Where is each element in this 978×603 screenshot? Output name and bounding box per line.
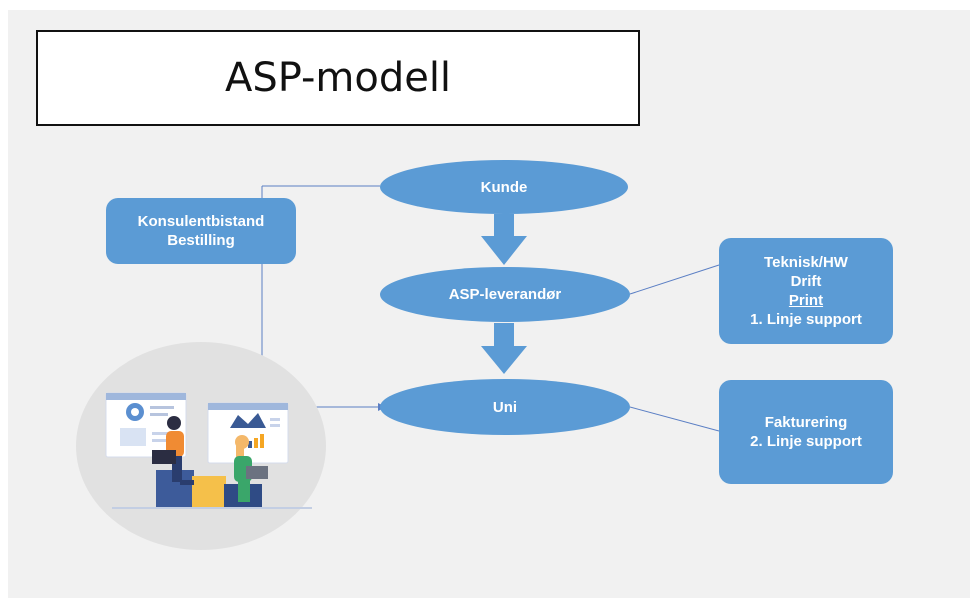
node-uni-label: Uni [492,398,518,416]
box-konsulentbistand: Konsulentbistand Bestilling [106,198,296,264]
node-kunde: Kunde [380,160,628,214]
woman-laptop [246,466,268,479]
diagram-connectors [76,185,720,550]
box-fakturering-line-2: 2. Linje support [750,433,862,450]
page-title: ASP-modell [224,55,452,101]
box-fakturering-line-1: Fakturering [764,414,848,431]
box-teknisk-line-4: 1. Linje support [750,311,862,328]
node-asp-label: ASP-leverandør [448,286,562,303]
connector-uni-fakturering [629,406,720,432]
people-illustration [76,342,326,550]
connector-asp-teknisk [629,264,720,295]
box-konsulent-line-1: Konsulentbistand [137,213,265,230]
node-asp-leverandor: ASP-leverandør [380,267,630,322]
box-teknisk-line-3: Print [788,292,824,309]
box-teknisk-line-2: Drift [790,273,822,290]
block-arrow-asp-uni [481,323,527,374]
crate-yellow [192,476,226,507]
slide-canvas: ASP-modell Kunde ASP-leverandør Uni Kons… [8,10,970,598]
box-fakturering: Fakturering 2. Linje support [719,380,893,484]
node-kunde-label: Kunde [480,178,528,196]
man-laptop [152,450,176,464]
screen-right [207,402,289,464]
node-uni: Uni [380,379,630,435]
block-arrow-kunde-asp [481,214,527,265]
title-box: ASP-modell [36,30,640,126]
area-chart-icon [230,413,266,428]
man-head [167,416,181,430]
box-teknisk: Teknisk/HW Drift Print 1. Linje support [719,238,893,344]
box-konsulent-line-2: Bestilling [167,232,235,249]
box-teknisk-line-1: Teknisk/HW [764,254,848,271]
